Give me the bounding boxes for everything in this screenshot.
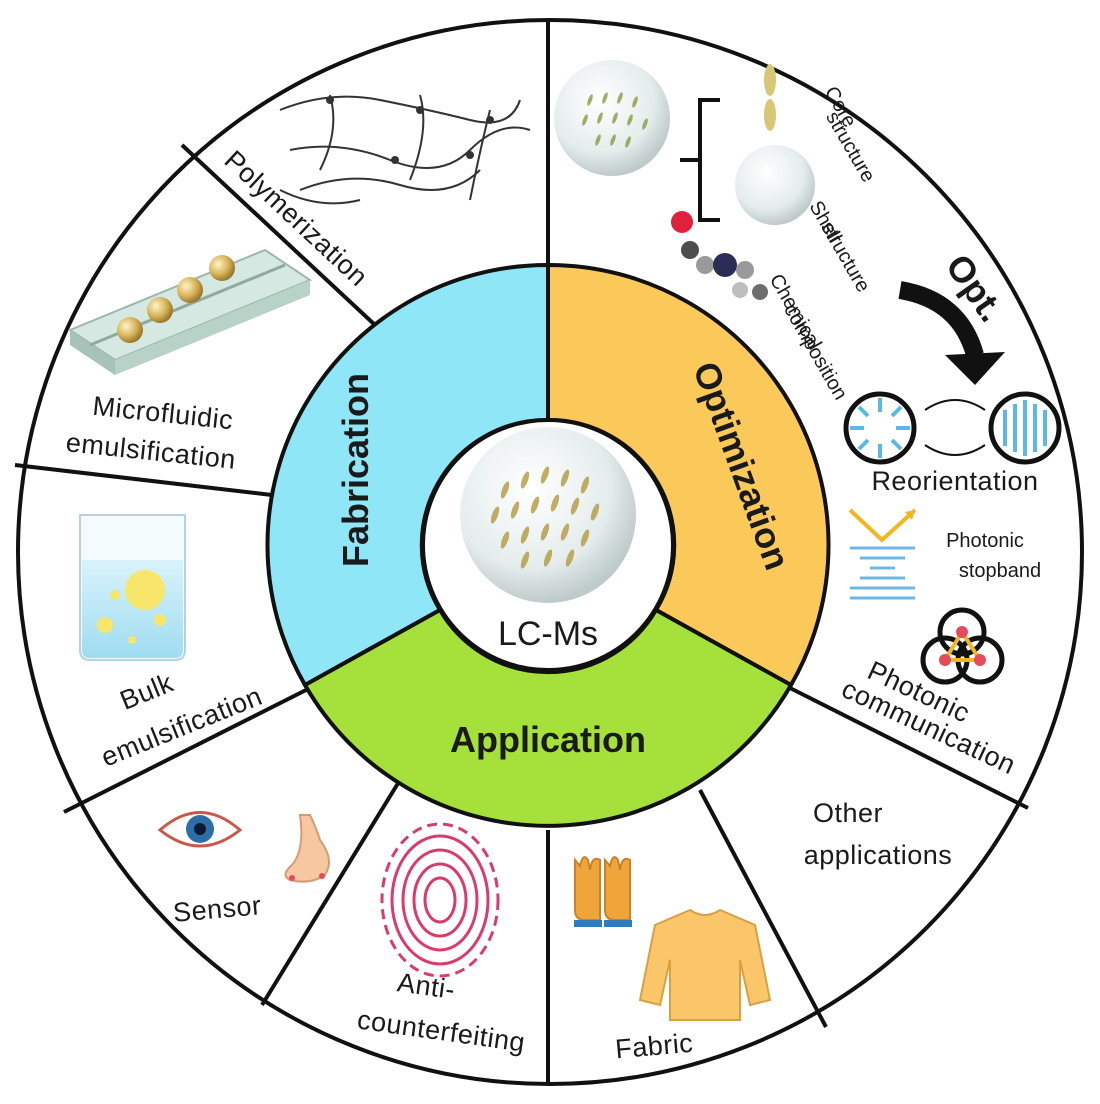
photonic-stopband-label-line1: Photonic: [946, 530, 1024, 552]
bragg-reflection-icon: [848, 508, 917, 600]
polymer-network-icon: [279, 94, 531, 205]
outer-dividers: [14, 20, 1029, 1085]
application-label: Application: [450, 719, 646, 760]
ring-sectors: [265, 262, 831, 828]
triangle-network-icon: [920, 607, 1005, 685]
eye-icon: [157, 811, 243, 848]
molecule-icon: [671, 211, 768, 300]
beaker-icon: [79, 514, 186, 661]
nose-icon: [284, 814, 330, 883]
sweater-icon: [638, 908, 772, 1021]
lc-droplet-icon: [460, 427, 636, 603]
gloves-icon: [574, 856, 632, 927]
lc-core-droplet-icon: [554, 60, 670, 176]
microfluidic-chip-icon: [67, 248, 313, 375]
bracket-icon: [680, 98, 720, 222]
fingerprint-icon: [380, 822, 500, 978]
lc-mesogen-icon: [764, 64, 776, 131]
opt-arrow-icon: [898, 281, 1005, 385]
other-label-line1: Other: [813, 798, 883, 828]
photonic-stopband-label-line2: stopband: [959, 560, 1041, 582]
reorientation-label: Reorientation: [871, 466, 1038, 496]
other-label-line2: applications: [804, 840, 953, 870]
reorientation-icon: [843, 391, 1062, 465]
fabric-label: Fabric: [614, 1028, 694, 1065]
shell-sphere-icon: [735, 145, 815, 225]
center-label: LC-Ms: [498, 615, 598, 653]
fabrication-label: Fabrication: [335, 373, 376, 567]
